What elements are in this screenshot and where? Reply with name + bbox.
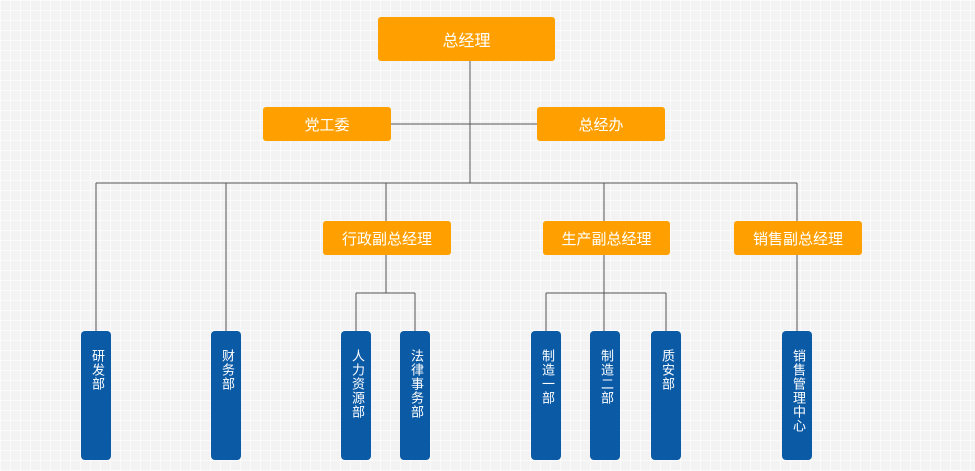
department-label: 研发部: [89, 349, 104, 391]
admin-vp-label: 行政副总经理: [341, 229, 432, 248]
department-box-sales-center: 销售管理中心: [782, 331, 812, 460]
production-vp-label: 生产副总经理: [561, 229, 652, 248]
department-box-rd: 研发部: [81, 331, 111, 460]
party-committee-box: 党工委: [263, 107, 391, 141]
department-label: 销售管理中心: [790, 349, 805, 433]
department-label: 财务部: [219, 349, 234, 391]
department-box-quality-safety: 质安部: [651, 331, 681, 460]
department-label: 质安部: [659, 349, 674, 391]
department-label: 人力资源部: [349, 349, 364, 419]
production-vp-box: 生产副总经理: [543, 221, 670, 255]
department-label: 法律事务部: [408, 349, 423, 419]
general-office-box: 总经办: [537, 107, 665, 141]
department-box-legal: 法律事务部: [400, 331, 430, 460]
general-manager-label: 总经理: [442, 31, 491, 50]
department-box-finance: 财务部: [211, 331, 241, 460]
department-label: 制造二部: [598, 349, 613, 405]
general-office-label: 总经办: [578, 115, 624, 134]
sales-vp-label: 销售副总经理: [752, 229, 843, 248]
party-committee-label: 党工委: [304, 115, 350, 134]
department-box-manufacturing-1: 制造一部: [531, 331, 561, 460]
admin-vp-box: 行政副总经理: [323, 221, 451, 255]
general-manager-box: 总经理: [378, 17, 555, 61]
sales-vp-box: 销售副总经理: [734, 221, 862, 255]
department-box-hr: 人力资源部: [341, 331, 371, 460]
department-box-manufacturing-2: 制造二部: [590, 331, 620, 460]
department-label: 制造一部: [539, 349, 554, 405]
